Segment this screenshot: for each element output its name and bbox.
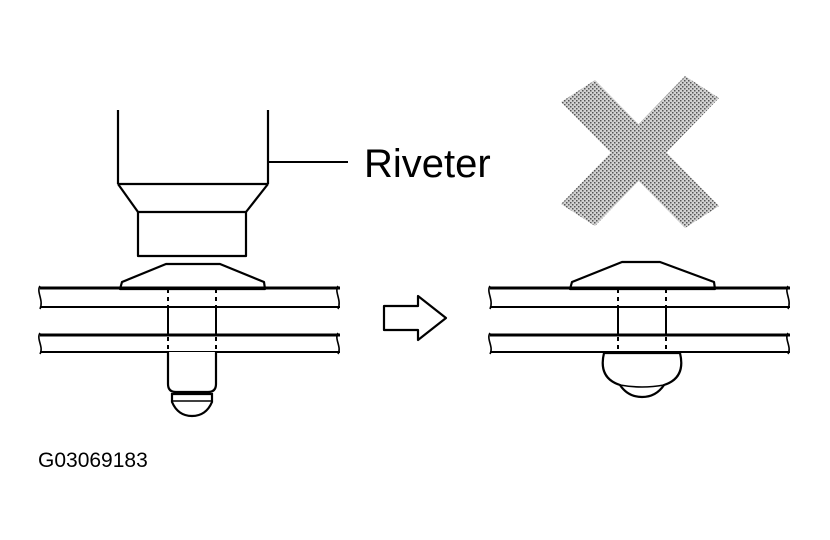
riveter-callout-label: Riveter <box>364 142 491 186</box>
panel-stack-right <box>488 285 790 355</box>
rivet-body-left <box>166 289 218 418</box>
cross-mark-icon <box>561 76 719 228</box>
panel-stack-left <box>38 285 340 355</box>
rivet-head-left <box>118 262 267 291</box>
riveter-tool <box>116 110 348 258</box>
rivet-head-right <box>568 260 717 291</box>
figure-id-label: G03069183 <box>38 449 148 472</box>
rivet-body-right <box>601 289 683 399</box>
right-arrow-icon <box>382 294 448 342</box>
